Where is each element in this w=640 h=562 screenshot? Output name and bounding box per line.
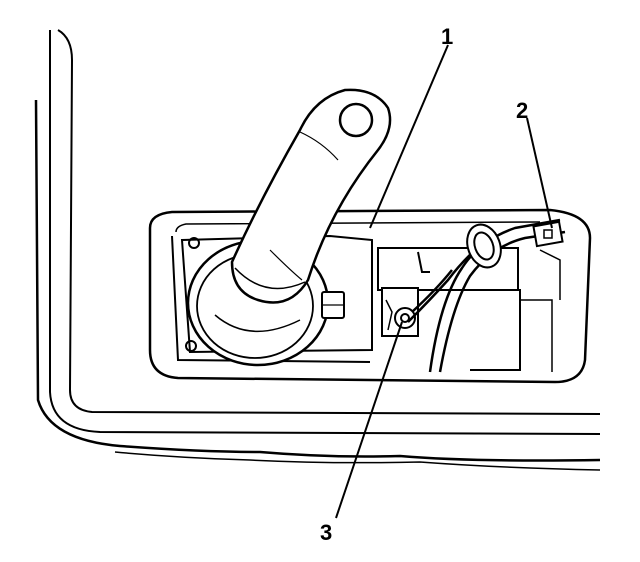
leader-lines [335, 44, 553, 519]
mounting-nut [321, 291, 345, 319]
shift-lever [230, 88, 392, 304]
leader-line-1 [369, 44, 449, 229]
switch-assembly [377, 247, 561, 372]
lever-end-hole [338, 102, 374, 138]
leader-line-2 [526, 117, 553, 229]
bolt-hole-top-left [188, 237, 200, 249]
callout-label-3: 3 [320, 520, 332, 545]
shifter-opening [148, 208, 592, 384]
callout-label-1: 1 [441, 24, 453, 49]
callout-label-2: 2 [516, 98, 528, 123]
floor-panel [34, 29, 601, 471]
wiring-harness [407, 218, 566, 373]
bolt-hole-bottom-left [185, 340, 197, 352]
harness-clip [466, 220, 564, 269]
leader-line-3 [335, 321, 403, 519]
